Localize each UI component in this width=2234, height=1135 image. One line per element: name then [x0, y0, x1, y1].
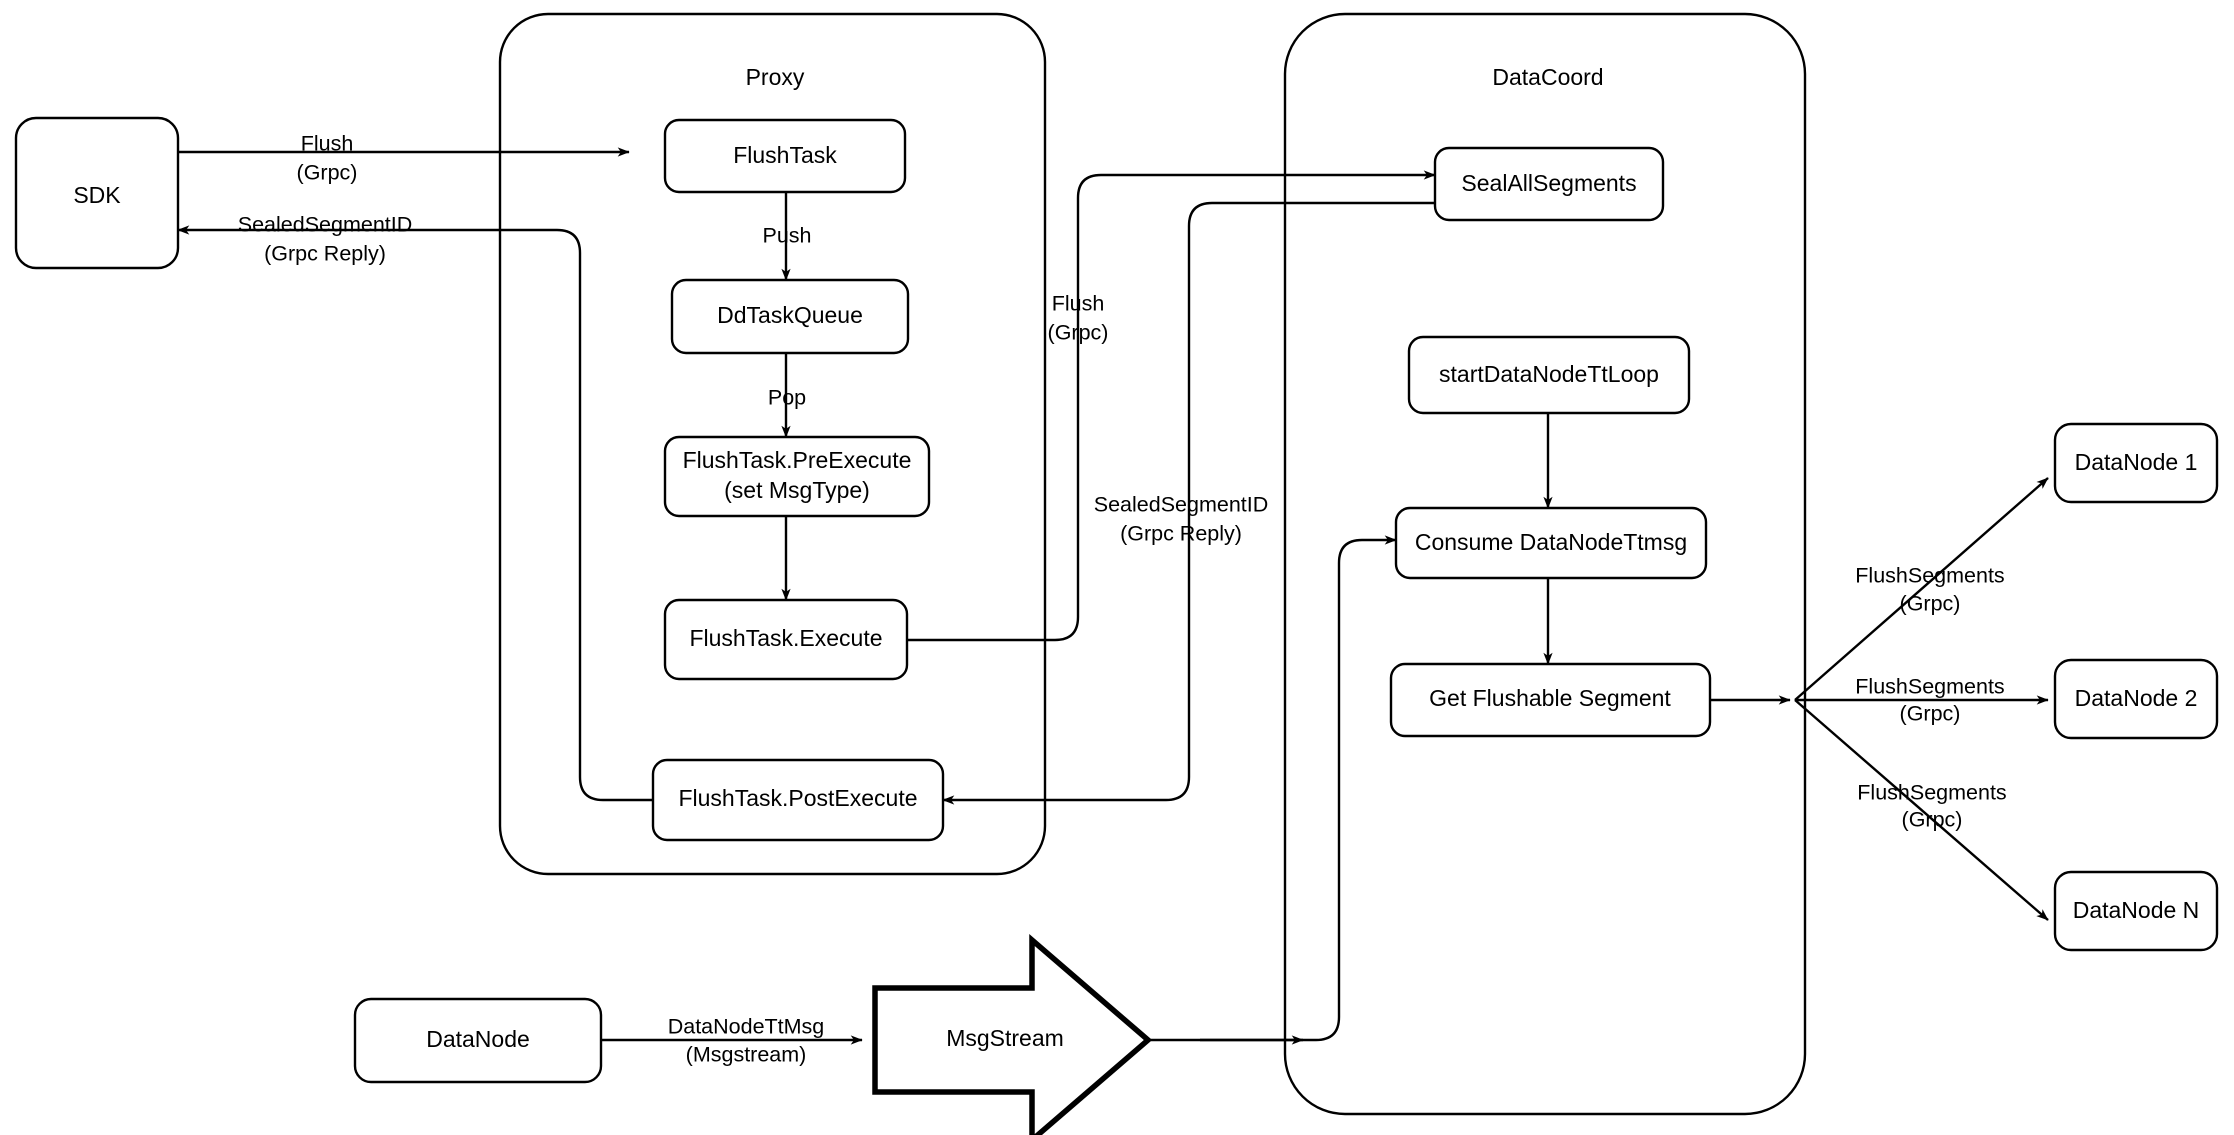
flushsegments3-label-line2: (Grpc) [1902, 808, 1963, 832]
edge-execute-to-sealallsegments [907, 170, 1436, 642]
node-flushtask-execute[interactable]: FlushTask.Execute [663, 598, 909, 681]
edge-sealallsegments-to-postexecute [942, 201, 1435, 805]
sdk-label: SDK [73, 182, 121, 208]
coord-sealed-label-line1: SealedSegmentID [1094, 493, 1269, 517]
flushsegments3-label-line1: FlushSegments [1857, 781, 2006, 805]
preexecute-label-line2: (set MsgType) [724, 477, 870, 503]
datanode2-box[interactable] [2053, 658, 2219, 740]
datacoord-group-label: DataCoord [1492, 64, 1603, 90]
sealallsegments-box[interactable] [1433, 146, 1665, 222]
datanodettmsg-label-line2: (Msgstream) [686, 1043, 807, 1067]
node-sdk[interactable]: SDK [14, 116, 180, 270]
msgstream-arrow-shape[interactable] [872, 933, 1153, 1135]
datanoden-box[interactable] [2053, 870, 2219, 952]
consumettmsg-label: Consume DataNodeTtmsg [1415, 529, 1687, 555]
flush-grpc-label-line1: Flush [301, 132, 354, 156]
flushsegments1-label-line1: FlushSegments [1855, 564, 2004, 588]
label-datanode-ttmsg: DataNodeTtMsg (Msgstream) [668, 1015, 825, 1067]
label-flushsegments-3: FlushSegments (Grpc) [1857, 781, 2006, 832]
flushsegments1-label-line2: (Grpc) [1900, 592, 1961, 616]
node-flushtask[interactable]: FlushTask [663, 118, 907, 194]
datanode-source-label: DataNode [426, 1026, 530, 1052]
label-proxy-to-sdk: SealedSegmentID (Grpc Reply) [238, 213, 413, 266]
label-flushsegments-1: FlushSegments (Grpc) [1855, 564, 2004, 616]
sealallsegments-label: SealAllSegments [1461, 170, 1636, 196]
push-label: Push [762, 224, 811, 248]
edge-hub-to-datanodeN [1794, 699, 2049, 921]
label-flushsegments-2: FlushSegments (Grpc) [1855, 675, 2004, 726]
postexecute-label: FlushTask.PostExecute [678, 785, 917, 811]
node-flushtask-postexecute[interactable]: FlushTask.PostExecute [651, 758, 945, 842]
postexecute-box[interactable] [651, 758, 945, 842]
startttloop-label: startDataNodeTtLoop [1439, 361, 1659, 387]
datanode-source-box[interactable] [353, 997, 603, 1084]
execute-box[interactable] [663, 598, 909, 681]
label-coord-to-proxy: SealedSegmentID (Grpc Reply) [1094, 493, 1269, 546]
datanoden-label: DataNode N [2073, 897, 2200, 923]
execute-label: FlushTask.Execute [689, 625, 882, 651]
flushtask-label: FlushTask [733, 142, 837, 168]
preexecute-label-line1: FlushTask.PreExecute [683, 447, 912, 473]
node-start-datanode-tt-loop[interactable]: startDataNodeTtLoop [1407, 335, 1691, 415]
getflushable-box[interactable] [1389, 662, 1712, 738]
startttloop-box[interactable] [1407, 335, 1691, 415]
sealedsegmentid-reply-label-line2: (Grpc Reply) [264, 242, 386, 266]
proxy-group-label: Proxy [746, 64, 805, 90]
datanode1-box[interactable] [2053, 422, 2219, 504]
flushsegments2-label-line2: (Grpc) [1900, 702, 1961, 726]
node-consume-datanode-ttmsg[interactable]: Consume DataNodeTtmsg [1394, 506, 1708, 580]
edge-hub-to-datanode1 [1794, 477, 2049, 701]
node-sealallsegments[interactable]: SealAllSegments [1433, 146, 1665, 222]
ddtaskqueue-box[interactable] [670, 278, 910, 355]
coord-flush-label-line2: (Grpc) [1048, 321, 1109, 345]
node-flushtask-preexecute[interactable]: FlushTask.PreExecute (set MsgType) [663, 435, 931, 518]
datanode1-label: DataNode 1 [2075, 449, 2198, 475]
node-ddtaskqueue[interactable]: DdTaskQueue [670, 278, 910, 355]
getflushable-label: Get Flushable Segment [1429, 685, 1671, 711]
node-get-flushable-segment[interactable]: Get Flushable Segment [1389, 662, 1712, 738]
datanodettmsg-label-line1: DataNodeTtMsg [668, 1015, 825, 1039]
sealedsegmentid-reply-label-line1: SealedSegmentID [238, 213, 413, 237]
coord-flush-label-line1: Flush [1052, 292, 1105, 316]
ddtaskqueue-label: DdTaskQueue [717, 302, 863, 328]
label-proxy-to-coord: Flush (Grpc) [1048, 292, 1109, 345]
node-datanode-2[interactable]: DataNode 2 [2053, 658, 2219, 740]
node-msgstream[interactable]: MsgStream [872, 933, 1153, 1135]
flushsegments2-label-line1: FlushSegments [1855, 675, 2004, 699]
datanode2-label: DataNode 2 [2075, 685, 2198, 711]
label-sdk-to-proxy: Flush (Grpc) [297, 132, 358, 185]
node-datanode-n[interactable]: DataNode N [2053, 870, 2219, 952]
edge-datacoord-ttmsg-to-consume [1200, 535, 1397, 1042]
node-datanode-1[interactable]: DataNode 1 [2053, 422, 2219, 504]
coord-sealed-label-line2: (Grpc Reply) [1120, 522, 1242, 546]
flushtask-box[interactable] [663, 118, 907, 194]
edge-postexecute-to-sdk [177, 225, 653, 802]
node-datanode-source[interactable]: DataNode [353, 997, 603, 1084]
sdk-box[interactable] [14, 116, 180, 270]
preexecute-box[interactable] [663, 435, 931, 518]
flush-grpc-label-line2: (Grpc) [297, 161, 358, 185]
consumettmsg-box[interactable] [1394, 506, 1708, 580]
msgstream-label: MsgStream [946, 1025, 1064, 1051]
pop-label: Pop [768, 386, 806, 410]
